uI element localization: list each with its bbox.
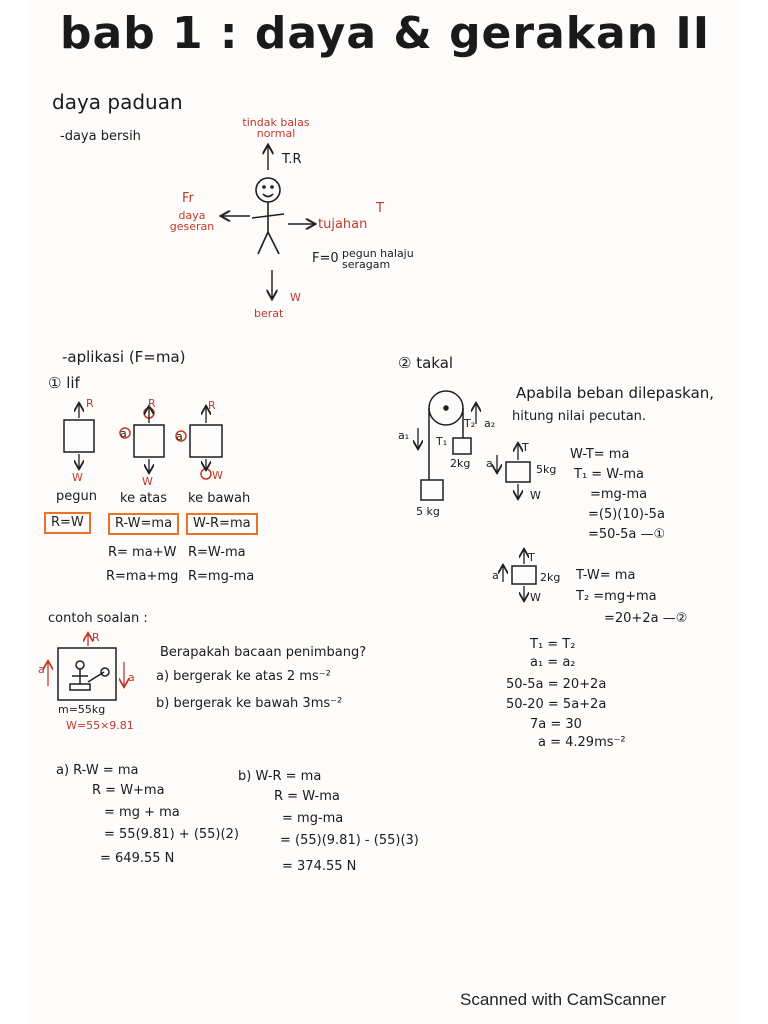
label-takal: ② takal <box>398 354 454 372</box>
fb1-5kg: 5kg <box>536 463 557 476</box>
ans-b-answer: = 374.55 N <box>282 859 357 874</box>
scanner-watermark: Scanned with CamScanner <box>460 990 667 1009</box>
symbol-t: T <box>376 201 384 216</box>
solve-line4: 50-20 = 5a+2a <box>506 697 607 712</box>
solve-line1: T₁ = T₂ <box>530 637 576 652</box>
box-ke-atas: R-W=ma <box>108 513 180 536</box>
takal-a2: a₂ <box>484 417 496 430</box>
fb2-w: W <box>530 591 541 604</box>
label-lif: ① lif <box>48 374 80 392</box>
case-pegun: pegun <box>56 489 97 504</box>
notebook-page <box>28 0 740 1024</box>
ans-a-line2: R = W+ma <box>92 783 165 798</box>
eq1-line5: =50-5a —① <box>588 527 666 542</box>
fb1-a: a <box>486 457 493 470</box>
takal-2kg: 2kg <box>450 457 471 470</box>
label-tujahan: tujahan <box>318 217 368 232</box>
eq-up-1: R= ma+W <box>108 545 177 560</box>
ans-b-line1: b) W-R = ma <box>238 769 322 784</box>
solve-line3: 50-5a = 20+2a <box>506 677 607 692</box>
section-heading-daya-paduan: daya paduan <box>52 90 183 114</box>
label-daya-geseran: daya geseran <box>169 209 215 233</box>
lif2-w: W <box>142 475 153 488</box>
case-ke-bawah: ke bawah <box>188 491 251 506</box>
symbol-w: W <box>290 291 301 304</box>
takal-question-1: Apabila beban dilepaskan, <box>516 384 715 402</box>
contoh-a-right: a <box>128 671 135 684</box>
eq-up-2: R=ma+mg <box>106 569 179 584</box>
eq1-line4: =(5)(10)-5a <box>588 507 665 522</box>
contoh-part-a: a) bergerak ke atas 2 ms⁻² <box>156 669 331 684</box>
eq2-line3: =20+2a —② <box>604 611 688 626</box>
fb2-2kg: 2kg <box>540 571 561 584</box>
eq2-line2: T₂ =mg+ma <box>576 589 657 604</box>
pulley-diagram <box>420 390 537 585</box>
ans-a-answer: = 649.55 N <box>100 851 175 866</box>
lif2-a: a <box>120 427 127 440</box>
lift-diagrams <box>63 407 223 480</box>
eq1-line2: T₁ = W-ma <box>574 467 644 482</box>
label-f-zero: F=0 <box>312 251 339 266</box>
eq1-line1: W-T= ma <box>570 447 630 462</box>
contoh-part-b: b) bergerak ke bawah 3ms⁻² <box>156 696 343 711</box>
solve-line2: a₁ = a₂ <box>530 655 576 670</box>
fb1-t: T <box>522 441 529 454</box>
takal-question-2: hitung nilai pecutan. <box>512 409 647 424</box>
lif1-r: R <box>86 397 94 410</box>
fb1-w: W <box>530 489 541 502</box>
lif1-w: W <box>72 471 83 484</box>
fb2-a: a <box>492 569 499 582</box>
label-tindak-balas: tindak balas normal <box>242 116 310 140</box>
page-title: bab 1 : daya & gerakan II <box>60 8 711 59</box>
label-pegun-halaju: pegun halaju seragam <box>342 247 414 271</box>
takal-a1: a₁ <box>398 429 410 442</box>
box-ke-bawah: W-R=ma <box>186 513 258 536</box>
box-pegun: R=W <box>44 512 91 535</box>
eq-down-1: R=W-ma <box>188 545 246 560</box>
heading-aplikasi: -aplikasi (F=ma) <box>62 348 186 366</box>
ans-b-line4: = (55)(9.81) - (55)(3) <box>280 833 419 848</box>
solve-answer: a = 4.29ms⁻² <box>538 735 626 750</box>
solve-line5: 7a = 30 <box>530 717 582 732</box>
ans-a-line1: a) R-W = ma <box>56 763 139 778</box>
lif3-r: R <box>208 399 216 412</box>
contoh-mass: m=55kg <box>58 703 106 716</box>
heading-contoh-soalan: contoh soalan : <box>48 611 148 626</box>
contoh-weight: W=55×9.81 <box>66 719 134 732</box>
contoh-question: Berapakah bacaan penimbang? <box>160 645 367 660</box>
symbol-fr: Fr <box>182 191 194 206</box>
fb2-t: T <box>528 551 535 564</box>
label-berat: berat <box>254 307 284 320</box>
ans-a-line3: = mg + ma <box>104 805 180 820</box>
lif3-a: a <box>176 430 183 443</box>
ans-b-line2: R = W-ma <box>274 789 340 804</box>
takal-5kg: 5 kg <box>416 505 440 518</box>
eq-down-2: R=mg-ma <box>188 569 255 584</box>
symbol-tr: T.R <box>282 152 302 167</box>
stick-figure <box>251 177 285 255</box>
scale-lift-diagram <box>57 647 117 701</box>
takal-t1: T₁ <box>436 435 448 448</box>
contoh-r: R <box>92 631 100 644</box>
ans-b-line3: = mg-ma <box>282 811 344 826</box>
eq2-line1: T-W= ma <box>576 568 636 583</box>
lif3-w: W <box>212 469 223 482</box>
contoh-a-left: a <box>38 663 45 676</box>
eq1-line3: =mg-ma <box>590 487 648 502</box>
case-ke-atas: ke atas <box>120 491 167 506</box>
lif2-r: R <box>148 397 156 410</box>
bullet-daya-bersih: -daya bersih <box>60 129 141 144</box>
takal-t2: T₂ <box>464 417 476 430</box>
ans-a-line4: = 55(9.81) + (55)(2) <box>104 827 239 842</box>
